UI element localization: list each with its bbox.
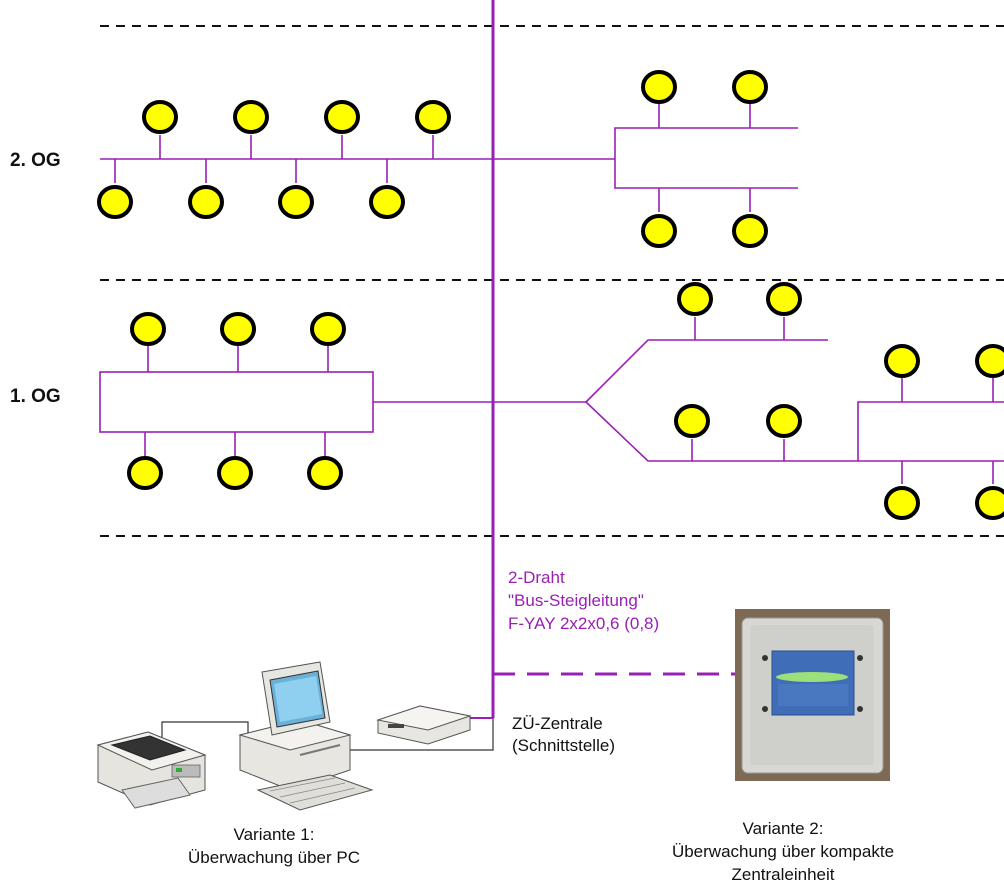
- node: [766, 404, 802, 438]
- bus-label-line2: "Bus-Steigleitung": [508, 591, 644, 610]
- node: [677, 282, 713, 316]
- zentrale-label-line1: ZÜ-Zentrale: [512, 714, 603, 733]
- og1-fork-upper: [585, 339, 828, 403]
- variante1-caption-line2: Überwachung über PC: [188, 848, 360, 867]
- bus-wiring: [99, 0, 1004, 718]
- floor-separators: [100, 25, 1004, 537]
- variante2-caption-line2: Überwachung über kompakte: [672, 842, 894, 861]
- printer-illustration: [96, 731, 207, 809]
- og1-right-bracket: [857, 401, 1004, 461]
- node: [766, 282, 802, 316]
- node: [233, 100, 269, 134]
- bus-label-line3: F-YAY 2x2x0,6 (0,8): [508, 614, 659, 633]
- pc-illustration: [238, 661, 374, 811]
- node: [217, 456, 253, 490]
- node: [130, 312, 166, 346]
- interface-box-illustration: [376, 705, 472, 745]
- variante1-caption-line1: Variante 1:: [234, 825, 315, 844]
- node: [97, 185, 133, 219]
- node: [674, 404, 710, 438]
- node: [732, 70, 768, 104]
- node: [975, 486, 1004, 520]
- node: [307, 456, 343, 490]
- node: [310, 312, 346, 346]
- node: [732, 214, 768, 248]
- node: [278, 185, 314, 219]
- bus-label-line1: 2-Draht: [508, 568, 565, 587]
- variante2-caption-line1: Variante 2:: [743, 819, 824, 838]
- node: [369, 185, 405, 219]
- node: [884, 486, 920, 520]
- og1-left-box: [99, 371, 374, 433]
- compact-unit-photo: [735, 609, 890, 781]
- floor-label-1og: 1. OG: [10, 386, 61, 407]
- og1-fork-lower: [585, 401, 1004, 462]
- node: [641, 214, 677, 248]
- floor-label-2og: 2. OG: [10, 150, 61, 171]
- node: [220, 312, 256, 346]
- node: [188, 185, 224, 219]
- og2-right-bracket: [614, 127, 798, 189]
- node: [975, 344, 1004, 378]
- node: [415, 100, 451, 134]
- zentrale-label-line2: (Schnittstelle): [512, 736, 615, 755]
- node: [127, 456, 163, 490]
- node-group: [97, 70, 1004, 520]
- node: [324, 100, 360, 134]
- node: [142, 100, 178, 134]
- variante2-caption-line3: Zentraleinheit: [731, 865, 834, 884]
- node: [641, 70, 677, 104]
- node: [884, 344, 920, 378]
